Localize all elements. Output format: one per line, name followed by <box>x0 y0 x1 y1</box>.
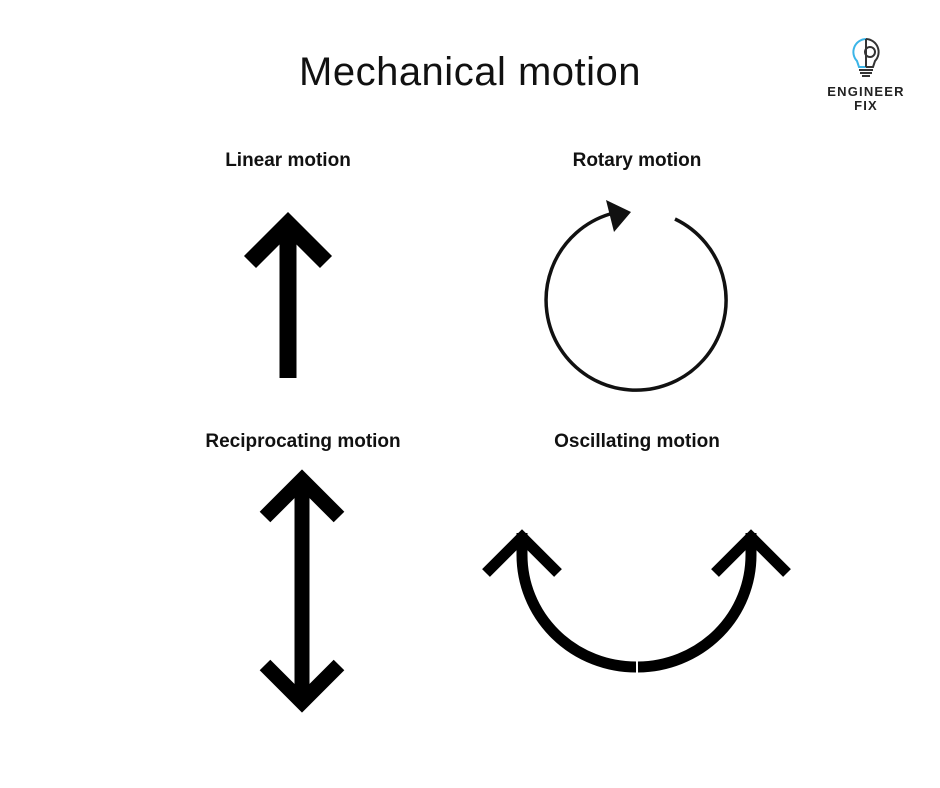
logo-text-line1: ENGINEER <box>827 84 905 99</box>
label-linear-motion: Linear motion <box>225 150 351 171</box>
engineer-fix-logo: ENGINEER FIX <box>818 36 914 113</box>
u-shaped-double-arrow-icon <box>482 529 791 673</box>
diagram-title: Mechanical motion <box>299 50 641 94</box>
label-rotary-motion: Rotary motion <box>572 150 702 171</box>
circular-arrow-icon <box>544 200 728 392</box>
double-headed-arrow-icon <box>259 469 345 713</box>
label-oscillating-motion: Oscillating motion <box>554 431 720 452</box>
label-reciprocating-motion: Reciprocating motion <box>205 431 401 452</box>
lightbulb-gear-icon <box>852 38 880 77</box>
straight-up-arrow-icon <box>243 211 333 378</box>
logo-text-line2: FIX <box>854 98 878 113</box>
